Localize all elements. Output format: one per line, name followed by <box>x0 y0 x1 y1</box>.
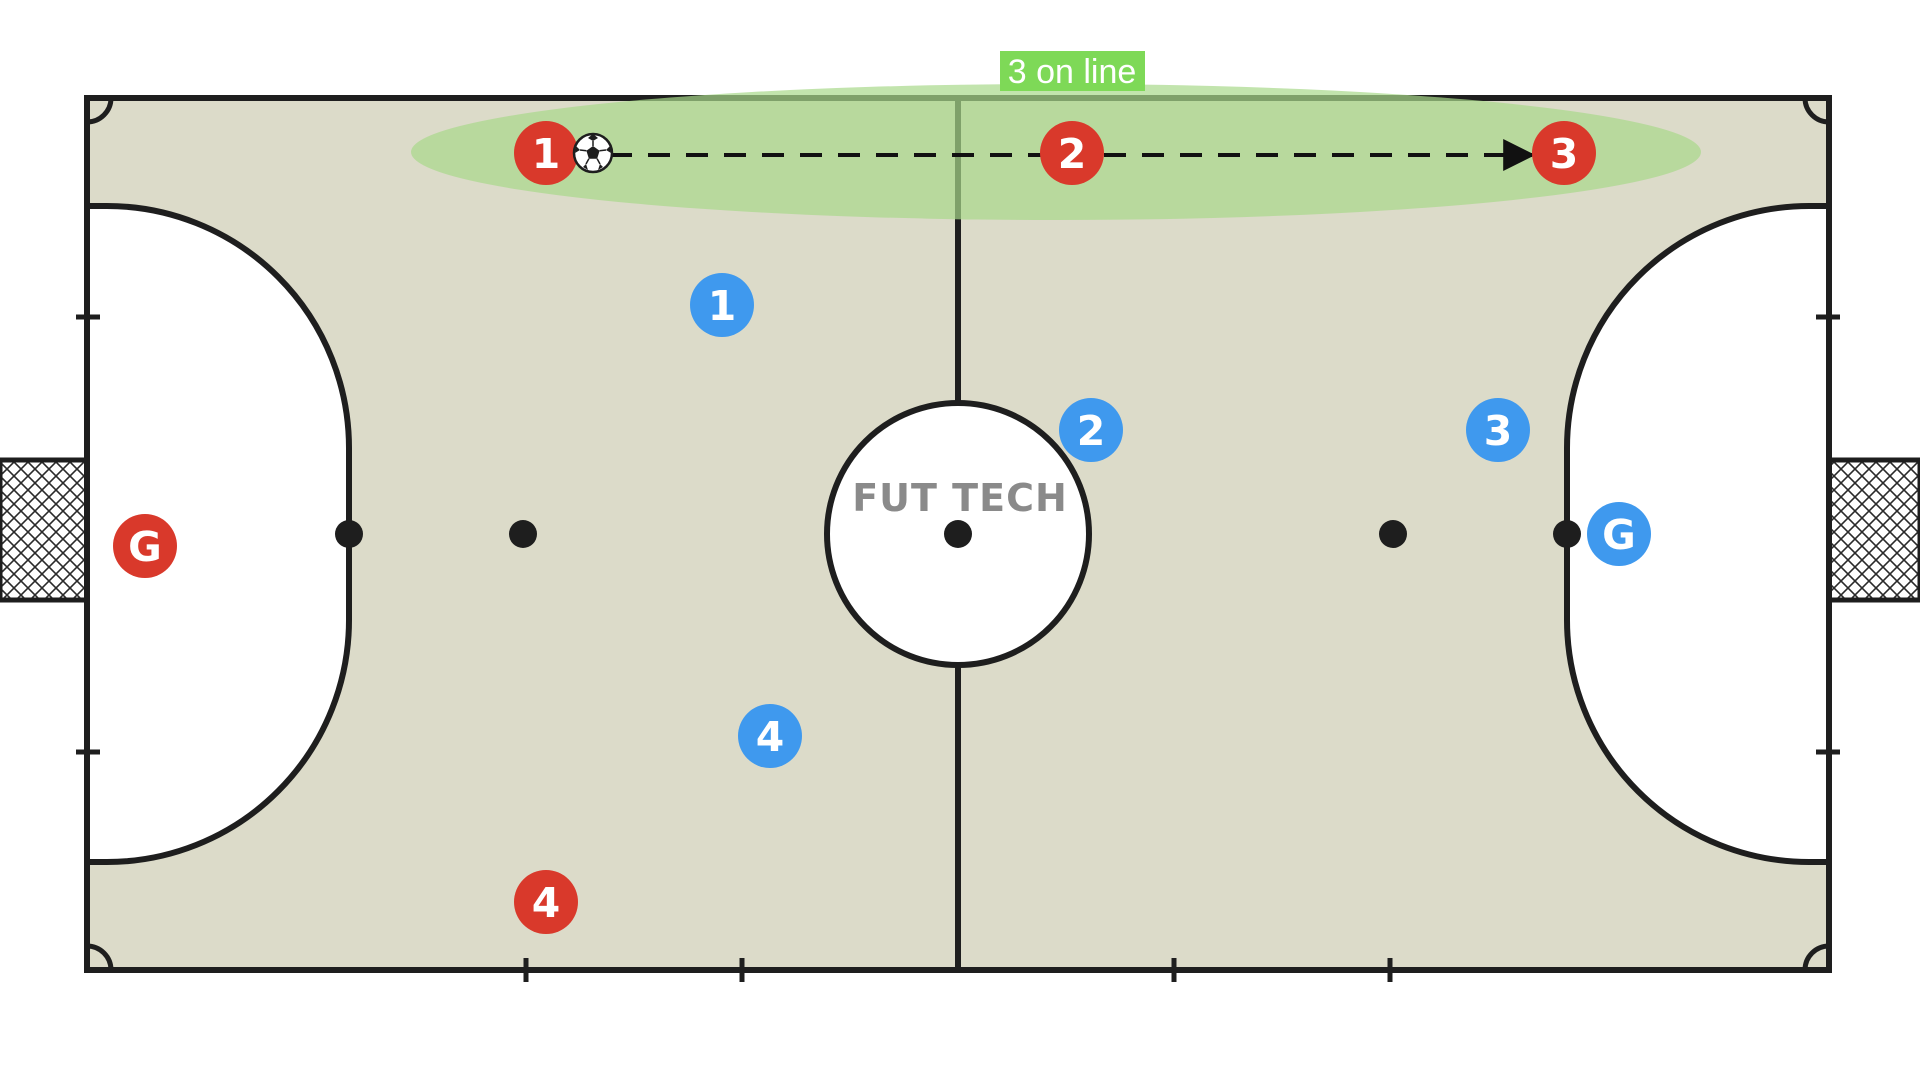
player-red-goalkeeper-label: G <box>128 523 162 571</box>
player-red-3-label: 3 <box>1550 130 1579 178</box>
logo-text: FUT TECH <box>852 476 1068 520</box>
player-blue-3-label: 3 <box>1484 407 1513 455</box>
right-penalty-area <box>1567 206 1829 862</box>
corner-arc-top-right <box>1802 97 1830 125</box>
player-blue-1[interactable]: 1 <box>690 273 754 337</box>
soccer-ball-icon[interactable] <box>572 132 614 174</box>
right-goal-net <box>1826 457 1920 603</box>
player-blue-3[interactable]: 3 <box>1466 398 1530 462</box>
left-second-penalty-spot <box>509 520 537 548</box>
right-penalty-spot <box>1553 520 1581 548</box>
left-penalty-spot <box>335 520 363 548</box>
player-blue-2-label: 2 <box>1077 407 1106 455</box>
player-red-4[interactable]: 4 <box>514 870 578 934</box>
player-blue-4-label: 4 <box>756 713 785 761</box>
player-blue-goalkeeper-label: G <box>1602 511 1636 559</box>
player-blue-1-label: 1 <box>708 282 737 330</box>
corner-arc-bottom-right <box>1802 943 1830 971</box>
annotation-tag: 3 on line <box>1000 51 1145 91</box>
player-red-2-label: 2 <box>1058 130 1087 178</box>
left-goal-net <box>0 457 90 603</box>
center-spot <box>944 520 972 548</box>
player-blue-goalkeeper[interactable]: G <box>1587 502 1651 566</box>
player-blue-2[interactable]: 2 <box>1059 398 1123 462</box>
court-spots <box>335 520 1581 548</box>
player-red-1-label: 1 <box>532 130 561 178</box>
player-red-goalkeeper[interactable]: G <box>113 514 177 578</box>
corner-arc-bottom-left <box>86 943 114 971</box>
left-penalty-area <box>87 206 349 862</box>
player-red-2[interactable]: 2 <box>1040 121 1104 185</box>
annotation-label: 3 on line <box>1008 53 1137 91</box>
player-red-1[interactable]: 1 <box>514 121 578 185</box>
player-red-3[interactable]: 3 <box>1532 121 1596 185</box>
boundary-ticks <box>76 314 1840 982</box>
player-red-4-label: 4 <box>532 879 561 927</box>
right-second-penalty-spot <box>1379 520 1407 548</box>
corner-arc-top-left <box>86 97 114 125</box>
player-blue-4[interactable]: 4 <box>738 704 802 768</box>
